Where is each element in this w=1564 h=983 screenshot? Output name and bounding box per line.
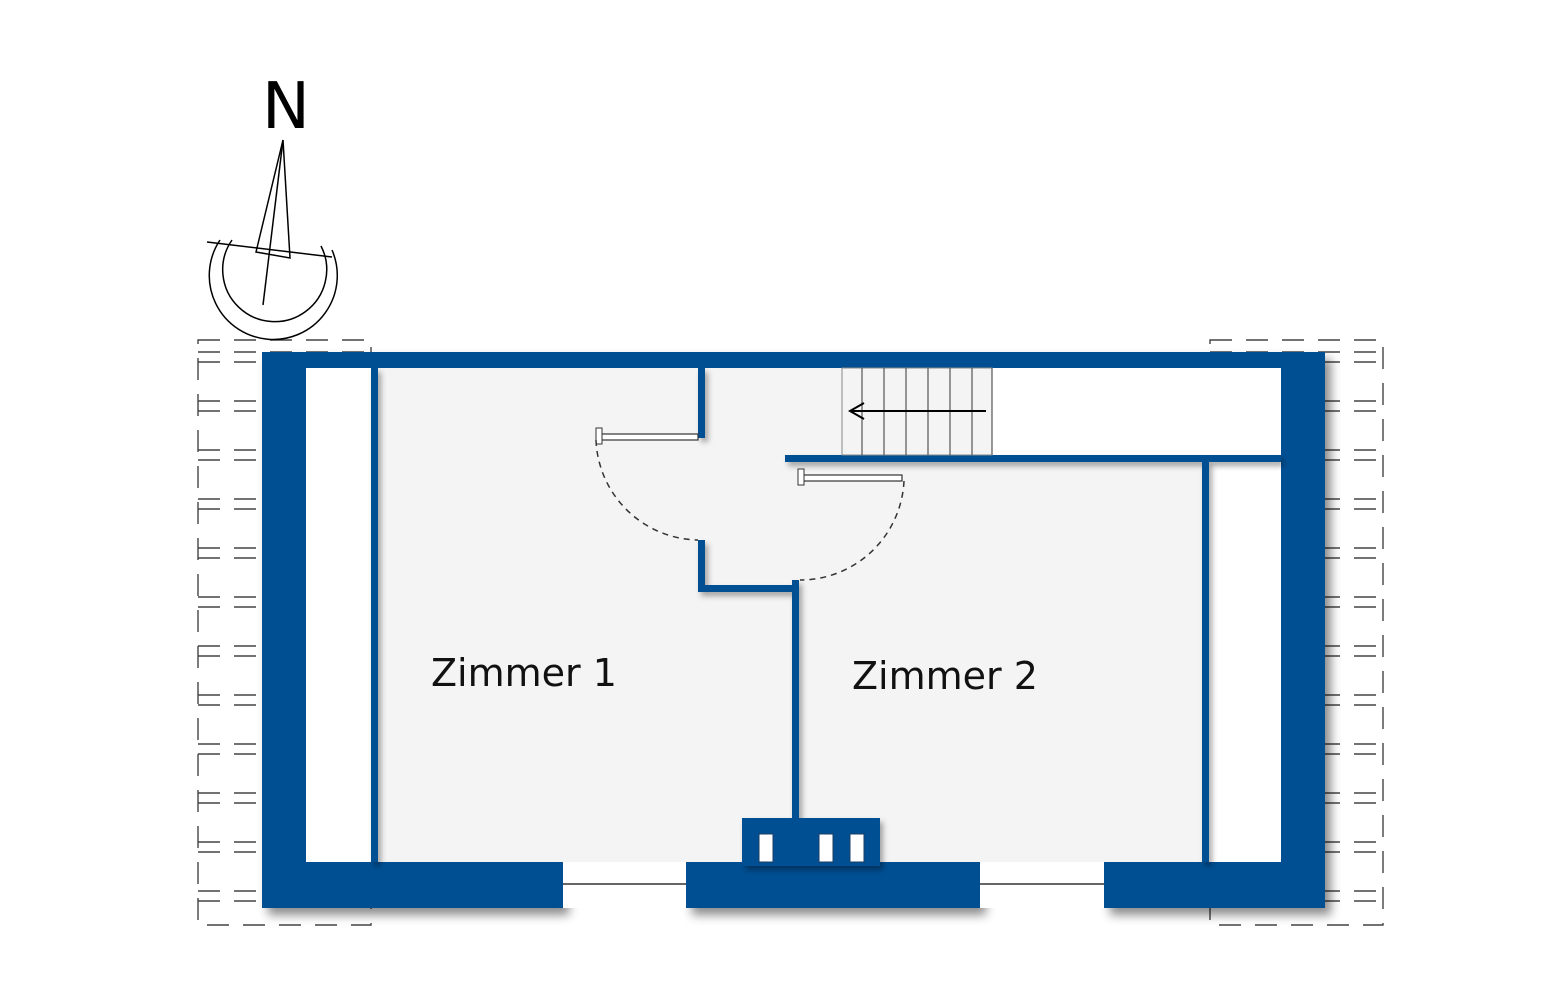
flue-2 [818,833,834,863]
roof-outline [197,339,372,926]
room-label-zimmer-2: Zimmer 2 [852,654,1038,698]
wall-bottom-middle [686,862,980,908]
partition-wall [792,580,799,820]
north-label: N [262,70,310,144]
window-right [980,862,1104,908]
window-left [563,862,686,908]
roof-outline [1209,339,1384,926]
hall-wall-upper [698,368,705,438]
door-swing-1 [595,439,699,541]
door-zimmer-1 [595,427,699,541]
door-leaf-2 [799,474,903,482]
wall-top [262,352,1325,368]
outer-walls [262,352,1325,908]
room-label-zimmer-1: Zimmer 1 [431,651,617,695]
stair-arrow-icon [847,402,986,420]
chimney-flues [758,833,865,863]
hall-wall-horizontal [698,585,798,592]
attic-zone-top-right [992,368,1281,458]
north-arrow-icon [206,139,339,341]
knee-wall-zone-right [1208,462,1281,862]
wall-left [262,352,306,908]
door-zimmer-2 [797,468,905,581]
door-swing-2 [799,480,905,581]
windows [563,862,1104,908]
knee-wall-left [371,368,378,862]
stair-wall [785,455,1281,462]
wall-bottom-left [262,862,563,908]
flue-1 [758,833,774,863]
flue-3 [849,833,865,863]
hall-wall-lower [698,540,705,592]
wall-right [1281,352,1325,908]
door-leaf-1 [597,433,699,441]
staircase [841,367,993,456]
knee-wall-zone-left [306,368,372,862]
wall-bottom-right [1104,862,1325,908]
knee-wall-right [1202,462,1209,862]
